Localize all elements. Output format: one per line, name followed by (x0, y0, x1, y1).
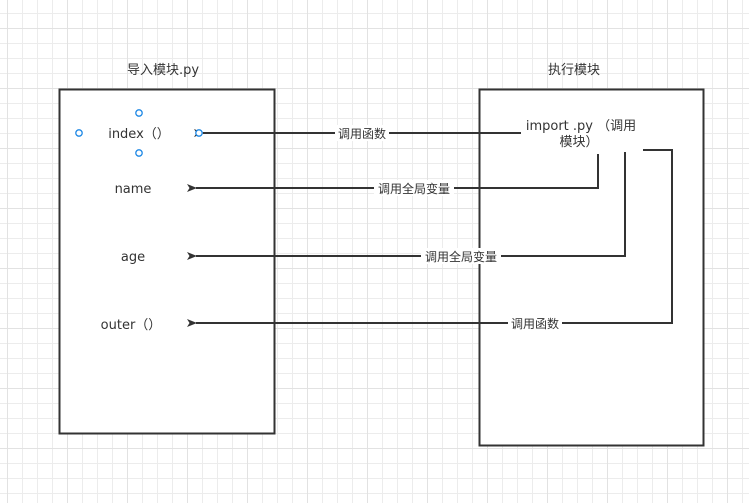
import-text-line1[interactable]: import .py （调用 (526, 119, 636, 134)
item-name[interactable]: name (115, 182, 152, 197)
selection-handles[interactable] (75, 109, 143, 157)
item-outer[interactable]: outer（） (101, 318, 162, 333)
handle-top[interactable] (135, 109, 143, 117)
edge-label-bg (508, 315, 562, 331)
left-module-box[interactable] (58, 88, 276, 435)
edge-label-bg (335, 125, 389, 141)
handle-left[interactable] (75, 129, 83, 137)
edge-line[interactable] (187, 152, 626, 260)
right-module-title: 执行模块 (548, 63, 600, 78)
edge-call-outer[interactable]: 调用函数 (187, 149, 673, 331)
handle-bottom[interactable] (135, 149, 143, 157)
edge-call-index[interactable]: 调用函数 (194, 125, 521, 141)
edge-line[interactable] (187, 149, 673, 327)
edge-label-bg (421, 248, 501, 264)
edge-label-bg (374, 180, 454, 196)
edge-label: 调用函数 (511, 316, 559, 331)
import-text-line2[interactable]: 模块） (559, 135, 598, 150)
edge-label: 调用函数 (338, 126, 386, 141)
item-index[interactable]: index（） (108, 127, 170, 142)
left-module-title: 导入模块.py (127, 63, 199, 78)
handle-right[interactable] (195, 129, 203, 137)
edge-global-age[interactable]: 调用全局变量 (187, 152, 626, 264)
edge-label: 调用全局变量 (425, 249, 497, 264)
right-module-box[interactable] (478, 88, 705, 447)
edge-label: 调用全局变量 (378, 181, 450, 196)
edge-line[interactable] (187, 154, 599, 192)
item-age[interactable]: age (121, 250, 145, 265)
edge-global-name[interactable]: 调用全局变量 (187, 154, 599, 196)
